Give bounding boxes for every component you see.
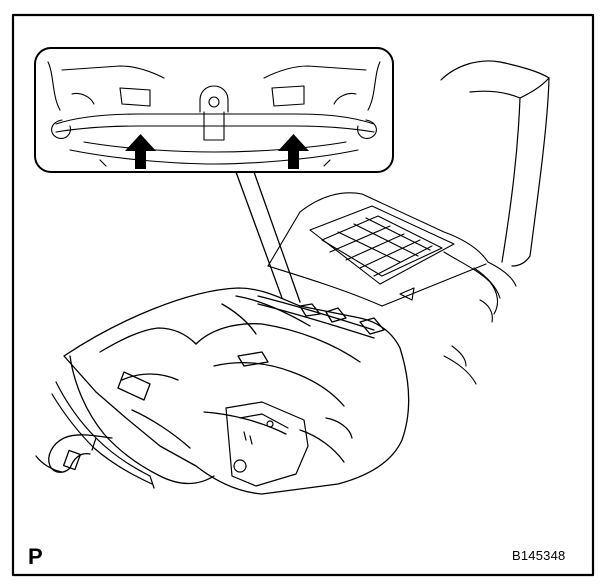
cushion-front-trim [51,381,309,489]
view-label: P [28,544,43,569]
seat-back [440,60,550,267]
figure-id: B145348 [512,548,566,563]
magnified-callout [34,47,394,303]
arrow-left-icon [125,134,156,169]
wire-harness [35,434,113,473]
rear-rod-clips [257,295,385,339]
seat-frame-springs [267,192,517,385]
callout-leader-right [253,171,301,303]
callout-detail [47,61,381,167]
figure-frame [11,13,595,577]
seat-cushion-pad [63,287,410,495]
callout-box [34,47,394,173]
arrow-right-icon [278,134,309,169]
callout-leader-left [235,171,283,299]
